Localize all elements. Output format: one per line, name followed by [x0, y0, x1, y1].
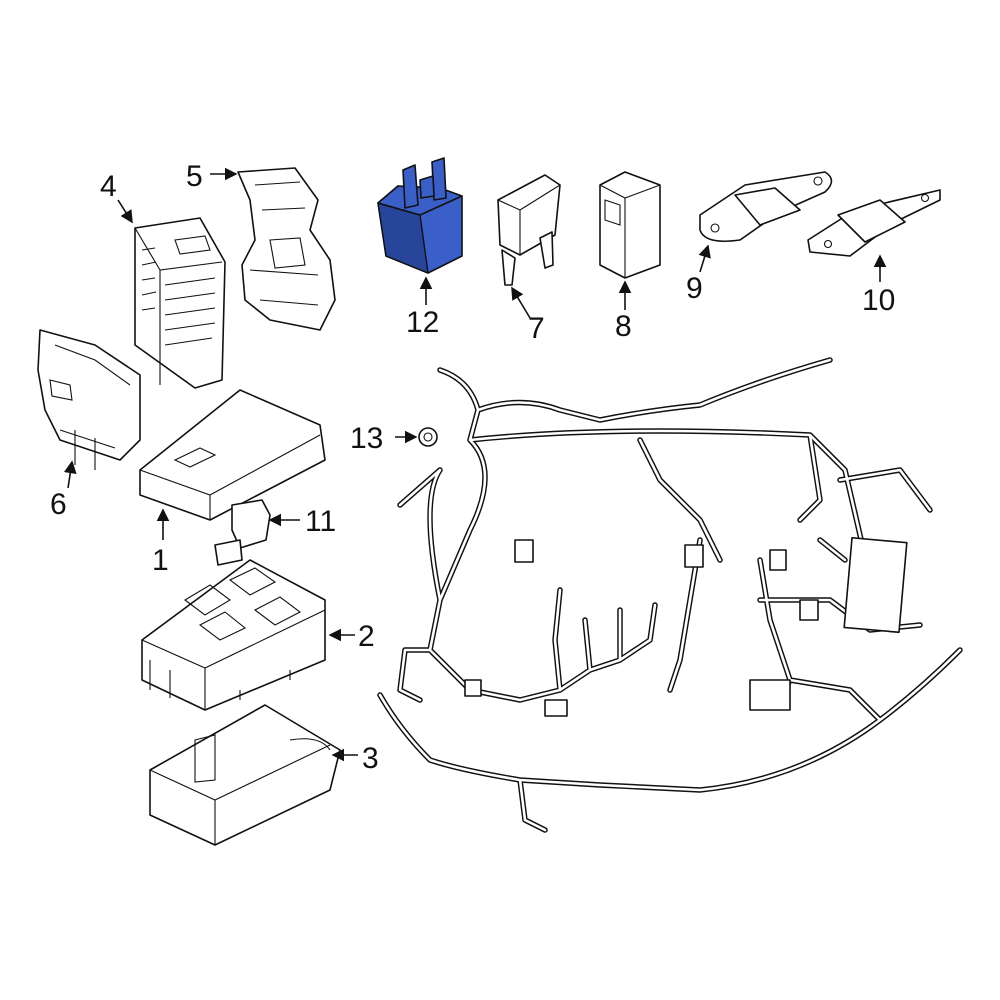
- part-1-fuse-box-cover[interactable]: [139, 389, 326, 521]
- callout-11: 11: [305, 505, 336, 538]
- callout-leaders: [63, 167, 887, 762]
- part-13-grommet[interactable]: [418, 427, 438, 447]
- part-3-lower-tray[interactable]: [149, 704, 341, 846]
- callout-labels: 1 2 3 4 5 6 7 8 9 10 11 12 13: [50, 160, 895, 775]
- part-11-small-relay[interactable]: [214, 499, 271, 566]
- callout-6: 6: [50, 488, 67, 521]
- part-9-strip-fuse[interactable]: [699, 171, 833, 243]
- callout-4: 4: [100, 170, 117, 203]
- callout-10: 10: [862, 284, 895, 317]
- part-8-cartridge-fuse[interactable]: [599, 171, 661, 279]
- callout-1: 1: [152, 544, 169, 577]
- callout-5: 5: [186, 160, 203, 193]
- part-7-blade-fuse[interactable]: [497, 174, 561, 286]
- part-4-control-module[interactable]: [134, 217, 226, 389]
- callout-8: 8: [615, 310, 632, 343]
- part-6-cover[interactable]: [37, 329, 141, 470]
- callout-13: 13: [350, 422, 383, 455]
- callout-12: 12: [406, 306, 439, 339]
- callout-2: 2: [358, 620, 375, 653]
- part-12-relay[interactable]: [377, 157, 463, 274]
- callout-3: 3: [362, 742, 379, 775]
- part-2-fuse-box[interactable]: [141, 559, 326, 711]
- callout-9: 9: [686, 272, 703, 305]
- callout-7: 7: [528, 312, 545, 345]
- part-10-strip-fuse[interactable]: [807, 189, 941, 257]
- part-5-bracket[interactable]: [237, 167, 336, 331]
- wiring-harness[interactable]: [377, 357, 963, 833]
